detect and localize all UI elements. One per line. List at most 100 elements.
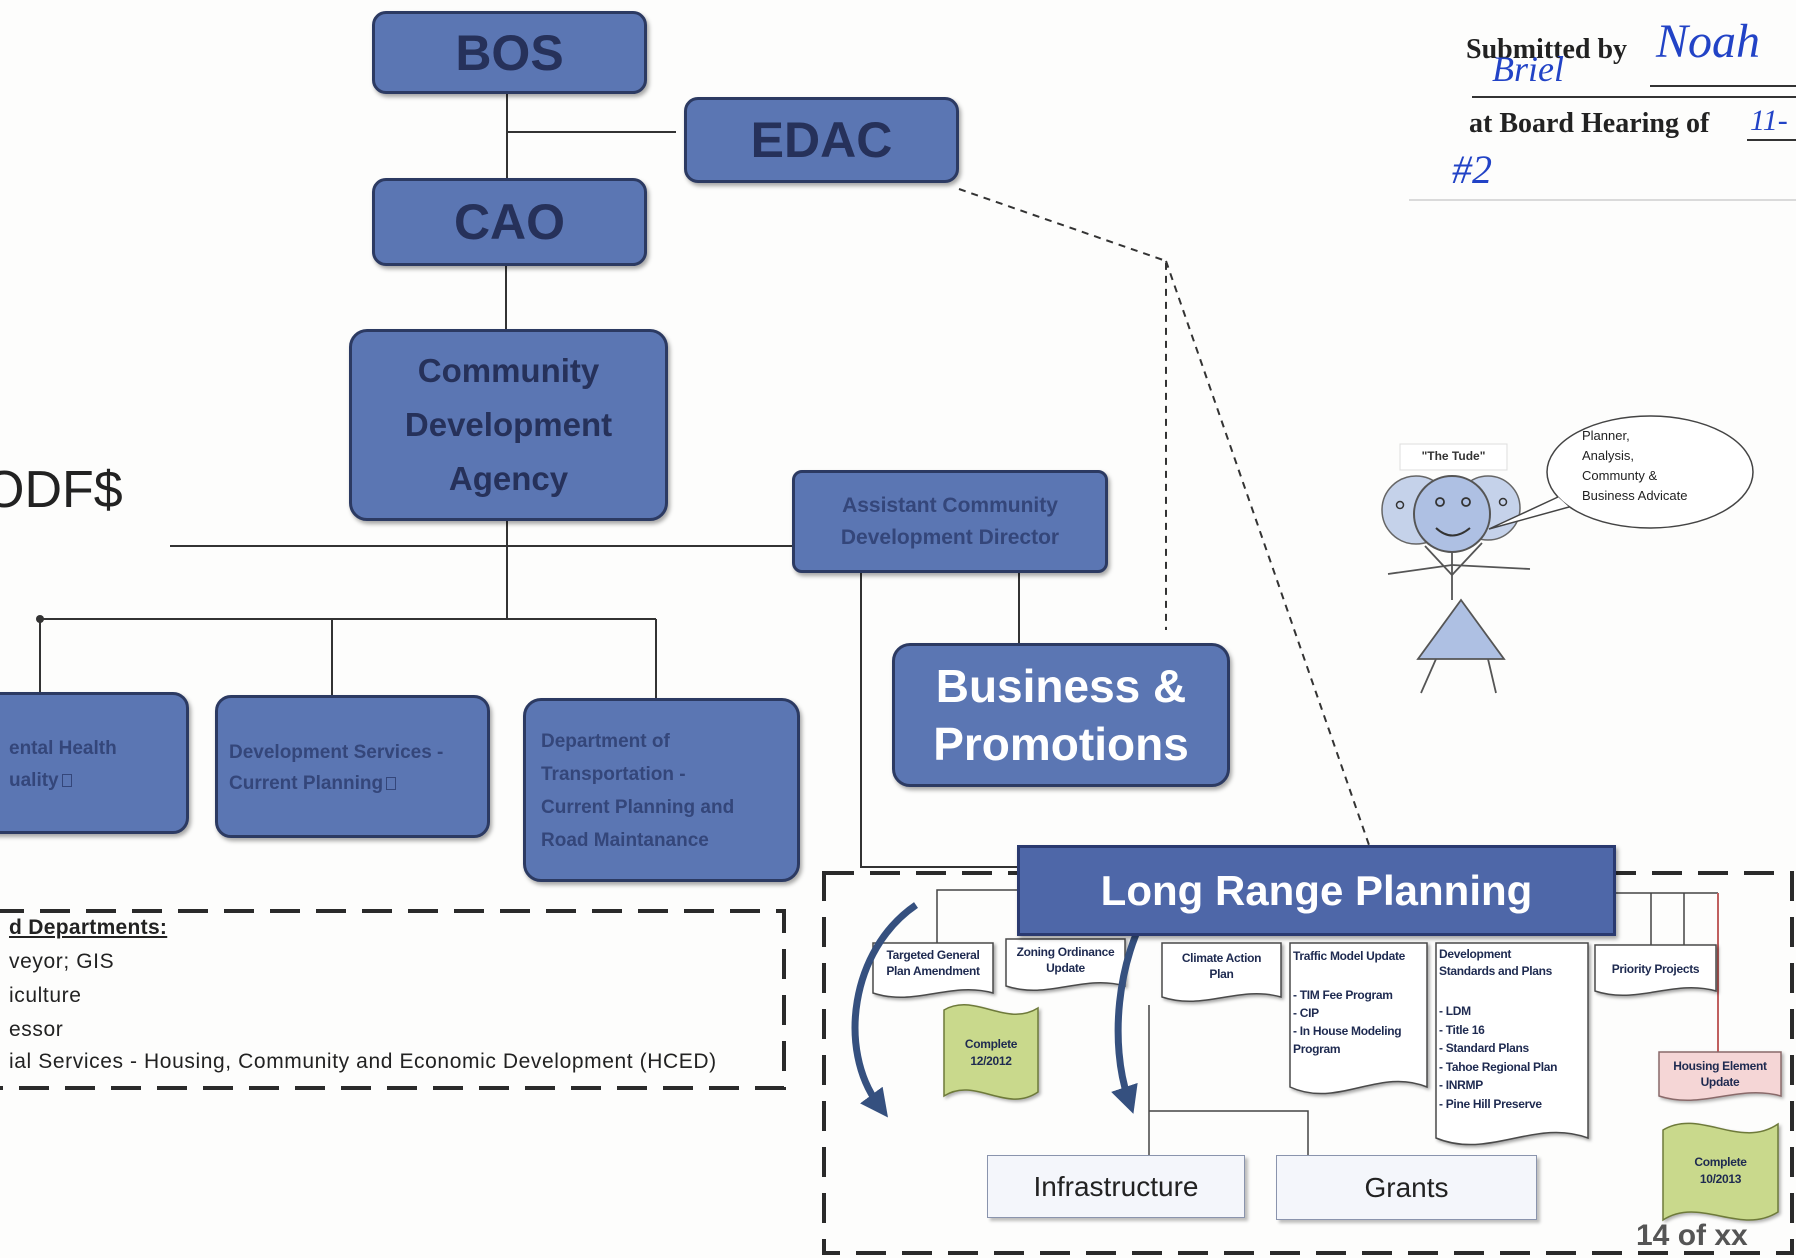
doc-line: - Title 16 bbox=[1439, 1022, 1485, 1037]
long-range-planning-banner: Long Range Planning bbox=[1017, 845, 1616, 936]
grants-label: Grants bbox=[1364, 1171, 1449, 1203]
doc-title: Traffic Model Update bbox=[1293, 949, 1406, 963]
doc-line: Priority Projects bbox=[1611, 962, 1700, 976]
speech-bubble bbox=[1546, 415, 1754, 529]
dev-services-box: Development Services - Current Planning bbox=[215, 695, 490, 838]
business-promotions-box: Business & Promotions bbox=[892, 643, 1230, 787]
cda-box: Community Development Agency bbox=[349, 329, 668, 521]
targeted-gpa-doc-shape bbox=[872, 942, 994, 998]
handwritten-name-first: Noah bbox=[1656, 15, 1761, 68]
acdd-label-line: Assistant Community bbox=[842, 493, 1058, 517]
infrastructure-box: Infrastructure bbox=[987, 1155, 1245, 1218]
priority-doc-shape bbox=[1594, 944, 1717, 996]
edac-box: EDAC bbox=[684, 97, 959, 183]
doc-line: 10/2013 bbox=[1699, 1172, 1742, 1186]
dot-box: Department of Transportation - Current P… bbox=[523, 698, 800, 882]
targeted-gpa-doc: Targeted General Plan Amendment bbox=[873, 947, 993, 979]
long-range-planning-title: Long Range Planning bbox=[1100, 866, 1533, 914]
doc-line: Housing Element bbox=[1673, 1059, 1767, 1073]
departments-dashed-box bbox=[0, 909, 786, 1090]
speech-line: Communty & bbox=[1582, 468, 1658, 483]
branch-node-dot bbox=[36, 615, 44, 623]
hearing-label: at Board Hearing of bbox=[1469, 108, 1710, 139]
missing-glyph-box-icon bbox=[61, 774, 72, 787]
bos-label: BOS bbox=[455, 24, 564, 81]
env-health-line: uality bbox=[9, 765, 72, 797]
doc-line: - In House Modeling bbox=[1293, 1024, 1402, 1038]
cda-label-line: Development bbox=[404, 406, 613, 443]
cda-label-line: Agency bbox=[448, 460, 569, 497]
curved-down-arrow-icon bbox=[851, 902, 918, 1118]
doc-line: Climate Action bbox=[1181, 951, 1262, 965]
env-health-line: ental Health bbox=[9, 738, 117, 759]
tude-label: "The Tude" bbox=[1421, 449, 1486, 463]
doc-line: - Standard Plans bbox=[1439, 1041, 1529, 1055]
complete-2-flag-shape bbox=[1662, 1122, 1779, 1222]
doc-line: - INRMP bbox=[1439, 1078, 1483, 1092]
doc-line: Update bbox=[1046, 961, 1085, 975]
doc-line: Program bbox=[1293, 1042, 1341, 1056]
doc-line: - LDM bbox=[1439, 1004, 1471, 1018]
dot-line: Road Maintanance bbox=[541, 830, 709, 851]
department-item: veyor; GIS bbox=[9, 950, 115, 973]
dev-standards-doc: Development Standards and Plans - LDM - … bbox=[1439, 946, 1588, 1113]
doc-line: Complete bbox=[1694, 1155, 1747, 1169]
complete-1-flag-shape bbox=[943, 1004, 1039, 1100]
acdd-label-line: Development Director bbox=[840, 525, 1060, 549]
cao-label: CAO bbox=[453, 194, 566, 250]
housing-element-doc: Housing Element Update bbox=[1659, 1058, 1781, 1090]
cda-label-line: Community bbox=[417, 352, 600, 389]
missing-glyph-box-icon bbox=[386, 777, 397, 790]
acdd-box: Assistant Community Development Director bbox=[792, 470, 1108, 573]
business-promotions-line: Business & bbox=[935, 660, 1187, 712]
doc-line: Complete bbox=[964, 1037, 1018, 1051]
lrp-targeted-line bbox=[936, 889, 1017, 943]
stick-figure-icon bbox=[1381, 475, 1531, 694]
tude-label-box bbox=[1399, 443, 1508, 471]
business-promotions-line: Promotions bbox=[933, 718, 1189, 770]
grants-line bbox=[1149, 1110, 1309, 1155]
grants-box: Grants bbox=[1276, 1155, 1537, 1220]
dev-standards-doc-shape bbox=[1435, 942, 1589, 1146]
bos-box: BOS bbox=[372, 11, 647, 94]
speech-line: Planner, bbox=[1582, 428, 1630, 443]
traffic-doc-shape bbox=[1289, 942, 1428, 1095]
side-text: ODF$ bbox=[0, 461, 123, 519]
complete-2-flag: Complete 10/2013 bbox=[1663, 1154, 1778, 1188]
department-item: essor bbox=[9, 1018, 64, 1041]
housing-doc-shape bbox=[1658, 1051, 1782, 1101]
env-health-box: ental Health uality bbox=[0, 692, 189, 834]
doc-line: - Tahoe Regional Plan bbox=[1439, 1059, 1558, 1074]
doc-line: Zoning Ordinance bbox=[1016, 945, 1115, 959]
infrastructure-label: Infrastructure bbox=[1033, 1170, 1199, 1202]
edac-label: EDAC bbox=[750, 112, 893, 168]
departments-heading: d Departments: bbox=[9, 916, 168, 939]
speech-bubble-text: Planner, Analysis, Communty & Business A… bbox=[1582, 426, 1688, 506]
speech-bubble-tail bbox=[1488, 496, 1570, 530]
priority-projects-doc: Priority Projects bbox=[1595, 961, 1716, 977]
department-item: iculture bbox=[9, 984, 82, 1007]
climate-doc-shape bbox=[1161, 942, 1282, 1002]
traffic-doc: Traffic Model Update - TIM Fee Program -… bbox=[1293, 948, 1427, 1058]
handwritten-name-last: Briel bbox=[1492, 49, 1564, 89]
doc-line: Plan Amendment bbox=[886, 964, 980, 978]
dot-line: Transportation - bbox=[541, 764, 686, 785]
page-counter: 14 of xx bbox=[1636, 1219, 1748, 1252]
dot-line: Current Planning and bbox=[541, 797, 735, 818]
doc-line: Targeted General bbox=[886, 948, 980, 962]
climate-doc: Climate Action Plan bbox=[1162, 950, 1281, 982]
speech-line: Analysis, bbox=[1582, 448, 1635, 463]
submitted-by-label: Submitted by bbox=[1466, 34, 1628, 65]
doc-title: Standards and Plans bbox=[1439, 964, 1552, 978]
handwritten-item-number: #2 bbox=[1452, 147, 1492, 192]
dot-line: Department of bbox=[541, 731, 670, 752]
doc-line: Plan bbox=[1209, 967, 1234, 981]
doc-title: Development bbox=[1439, 947, 1512, 961]
acdd-lrp-line bbox=[860, 573, 1017, 868]
doc-line: 12/2012 bbox=[970, 1054, 1012, 1068]
doc-line: - CIP bbox=[1293, 1006, 1319, 1020]
speech-line: Business Advicate bbox=[1582, 488, 1688, 503]
complete-1-flag: Complete 12/2012 bbox=[944, 1036, 1038, 1070]
